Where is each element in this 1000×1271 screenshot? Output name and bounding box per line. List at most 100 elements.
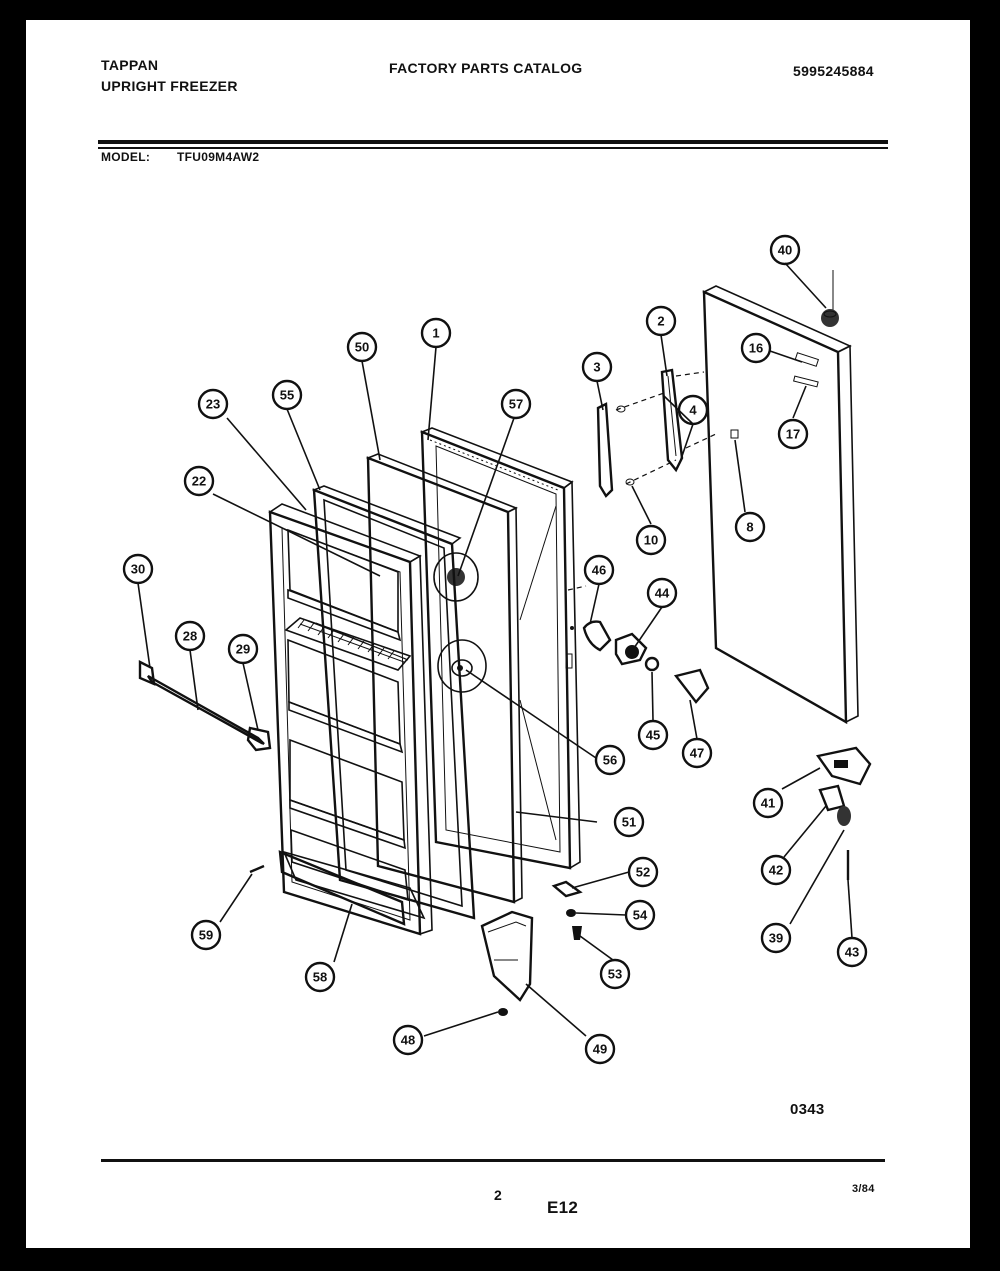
callout-56: 56 <box>594 744 626 776</box>
callout-29: 29 <box>227 633 259 665</box>
cover-plate <box>480 910 534 1002</box>
callout-48: 48 <box>392 1024 424 1056</box>
callout-46: 46 <box>583 554 615 586</box>
callout-8: 8 <box>734 511 766 543</box>
svg-text:41: 41 <box>761 796 775 811</box>
svg-text:49: 49 <box>593 1042 607 1057</box>
callout-10: 10 <box>635 524 667 556</box>
product-name: UPRIGHT FREEZER <box>101 78 238 94</box>
svg-text:3: 3 <box>593 360 600 375</box>
footer-rule <box>101 1159 885 1162</box>
catalog-number: 5995245884 <box>793 63 874 79</box>
svg-text:48: 48 <box>401 1033 415 1048</box>
svg-text:22: 22 <box>192 474 206 489</box>
catalog-sheet <box>26 20 970 1248</box>
callout-55: 55 <box>271 379 303 411</box>
svg-text:46: 46 <box>592 563 606 578</box>
svg-text:42: 42 <box>769 863 783 878</box>
svg-text:8: 8 <box>746 520 753 535</box>
svg-text:54: 54 <box>633 908 648 923</box>
top-hinge-pin <box>821 270 839 327</box>
svg-text:39: 39 <box>769 931 783 946</box>
door-rail <box>138 660 272 752</box>
svg-text:17: 17 <box>786 427 800 442</box>
shelf-rack <box>284 617 412 671</box>
callouts: 40 16 17 2 3 4 8 10 1 50 57 55 23 22 30 … <box>122 234 868 1065</box>
callout-30: 30 <box>122 553 154 585</box>
callout-39: 39 <box>760 922 792 954</box>
callout-23: 23 <box>197 388 229 420</box>
callout-52: 52 <box>627 856 659 888</box>
svg-text:56: 56 <box>603 753 617 768</box>
drawing-number: 0343 <box>790 1101 825 1118</box>
brand-name: TAPPAN <box>101 57 159 73</box>
callout-50: 50 <box>346 331 378 363</box>
svg-text:28: 28 <box>183 629 197 644</box>
svg-text:4: 4 <box>689 403 697 418</box>
svg-text:47: 47 <box>690 746 704 761</box>
callout-51: 51 <box>613 806 645 838</box>
svg-text:52: 52 <box>636 865 650 880</box>
callout-3: 3 <box>581 351 613 383</box>
callout-54: 54 <box>624 899 656 931</box>
plug-8 <box>730 429 739 439</box>
svg-text:57: 57 <box>509 397 523 412</box>
callout-57: 57 <box>500 388 532 420</box>
catalog-title: FACTORY PARTS CATALOG <box>389 60 583 76</box>
nameplate-17 <box>793 375 819 388</box>
model-label: MODEL: <box>101 150 151 164</box>
callout-43: 43 <box>836 936 868 968</box>
svg-text:44: 44 <box>655 586 670 601</box>
callout-17: 17 <box>777 418 809 450</box>
door-gasket <box>311 485 476 920</box>
outer-door-panel <box>702 285 859 725</box>
header-rule-top <box>98 140 888 144</box>
callout-16: 16 <box>740 332 772 364</box>
svg-text:23: 23 <box>206 397 220 412</box>
svg-text:59: 59 <box>199 928 213 943</box>
leader-lines <box>137 262 853 1037</box>
small-parts <box>249 864 583 1016</box>
callout-4: 4 <box>677 394 709 426</box>
model-number: TFU09M4AW2 <box>177 150 260 164</box>
callout-28: 28 <box>174 620 206 652</box>
callout-42: 42 <box>760 854 792 886</box>
bottom-hinge <box>815 746 872 880</box>
svg-text:40: 40 <box>778 243 792 258</box>
svg-text:55: 55 <box>280 388 294 403</box>
svg-text:10: 10 <box>644 533 658 548</box>
svg-text:30: 30 <box>131 562 145 577</box>
header-rule-bottom <box>98 147 888 149</box>
svg-text:29: 29 <box>236 642 250 657</box>
handle-screws <box>615 371 717 486</box>
nameplate-16 <box>794 352 820 367</box>
door-liner-frame <box>419 427 581 870</box>
svg-text:58: 58 <box>313 970 327 985</box>
callout-40: 40 <box>769 234 801 266</box>
insulation-panel <box>365 453 557 904</box>
callout-49: 49 <box>584 1033 616 1065</box>
svg-text:16: 16 <box>749 341 763 356</box>
svg-text:45: 45 <box>646 728 660 743</box>
svg-text:1: 1 <box>432 326 439 341</box>
callout-59: 59 <box>190 919 222 951</box>
callout-53: 53 <box>599 958 631 990</box>
kick-plate <box>278 850 406 926</box>
catalog-date: 3/84 <box>852 1183 875 1195</box>
callout-41: 41 <box>752 787 784 819</box>
svg-text:51: 51 <box>622 815 636 830</box>
door-shelves <box>287 528 409 902</box>
handle-2 <box>660 368 684 473</box>
callout-22: 22 <box>183 465 215 497</box>
inner-door-liner <box>268 503 433 936</box>
callout-45: 45 <box>637 719 669 751</box>
callout-58: 58 <box>304 961 336 993</box>
svg-text:2: 2 <box>657 314 664 329</box>
svg-text:53: 53 <box>608 967 622 982</box>
svg-text:43: 43 <box>845 945 859 960</box>
callout-44: 44 <box>646 577 678 609</box>
callout-47: 47 <box>681 737 713 769</box>
handle-3 <box>596 402 614 498</box>
callout-2: 2 <box>645 305 677 337</box>
